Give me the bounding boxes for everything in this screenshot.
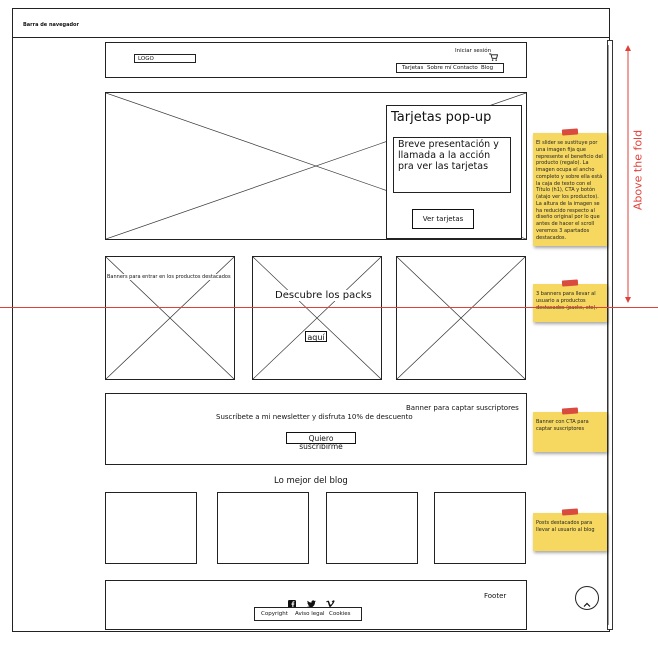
sticky-note-banners: 3 banners para llevar al usuario a produ… <box>533 279 607 322</box>
banner-3-placeholder-cross <box>397 257 525 379</box>
fold-label: Above the fold <box>631 129 645 211</box>
blog-title: Lo mejor del blog <box>274 476 348 486</box>
sticky-note-blog-text: Posts destacados para llevar al usuario … <box>536 520 595 533</box>
scrollbar[interactable] <box>607 40 613 630</box>
cart-icon[interactable] <box>489 46 499 61</box>
browser-nav-bar-label: Barra de navegador <box>23 22 79 28</box>
sticky-note-hero-text: El slider se sustituye por una imagen fi… <box>536 140 603 241</box>
chevron-up-icon <box>583 594 591 607</box>
scroll-top-button[interactable] <box>575 586 599 610</box>
browser-nav-bar: Barra de navegador <box>12 8 610 38</box>
tape <box>561 279 579 287</box>
banner-3[interactable] <box>396 256 526 380</box>
newsletter-subscribe-button[interactable]: Quiero suscribirme <box>286 432 356 450</box>
tape <box>561 407 579 415</box>
blog-post-1[interactable] <box>105 492 197 564</box>
footer-link-copyright[interactable]: Copyright <box>261 611 288 617</box>
facebook-icon[interactable] <box>288 593 296 608</box>
tape <box>561 508 579 516</box>
nav-item-tarjetas[interactable]: Tarjetas <box>402 65 424 71</box>
site-header: LOGO Iniciar sesión Tarjetas Sobre mí Co… <box>105 42 527 78</box>
nav-item-contacto[interactable]: Contacto <box>453 65 478 71</box>
nav-item-blog[interactable]: Blog <box>481 65 494 71</box>
footer-link-cookies[interactable]: Cookies <box>329 611 351 617</box>
logo[interactable]: LOGO <box>134 54 196 63</box>
blog-post-2[interactable] <box>217 492 309 564</box>
banner-2-button[interactable]: aquí <box>305 331 327 342</box>
sticky-note-newsletter: Banner con CTA para captar suscriptores <box>533 407 607 452</box>
newsletter-label: Banner para captar suscriptores <box>406 404 519 412</box>
banner-2[interactable]: Descubre los packs aquí <box>252 256 382 380</box>
hero-description: Breve presentación y llamada a la acción… <box>393 137 511 193</box>
sticky-note-blog: Posts destacados para llevar al usuario … <box>533 508 607 551</box>
hero-cta-button[interactable]: Ver tarjetas <box>412 209 474 229</box>
fold-line <box>0 307 658 308</box>
newsletter-text: Suscríbete a mi newsletter y disfruta 10… <box>216 413 413 421</box>
twitter-icon[interactable] <box>307 593 316 608</box>
nav-item-sobre-mi[interactable]: Sobre mí <box>427 65 452 71</box>
sticky-note-newsletter-text: Banner con CTA para captar suscriptores <box>536 419 589 432</box>
nav-menu: Tarjetas Sobre mí Contacto Blog <box>396 63 504 73</box>
fold-arrow <box>623 44 633 304</box>
tape <box>561 128 579 136</box>
banner-2-title: Descubre los packs <box>275 290 372 301</box>
banner-1-label: Banners para entrar en los productos des… <box>107 274 231 280</box>
footer-link-aviso-legal[interactable]: Aviso legal <box>295 611 325 617</box>
newsletter-banner: Banner para captar suscriptores Suscríbe… <box>105 393 527 465</box>
hero-title: Tarjetas pop-up <box>391 110 492 125</box>
blog-post-4[interactable] <box>434 492 526 564</box>
banner-1[interactable]: Banners para entrar en los productos des… <box>105 256 235 380</box>
footer-links: Copyright Aviso legal Cookies <box>254 607 362 621</box>
login-link[interactable]: Iniciar sesión <box>455 48 492 54</box>
logo-label: LOGO <box>138 56 154 62</box>
vimeo-icon[interactable] <box>326 593 335 608</box>
hero-image: Tarjetas pop-up Breve presentación y lla… <box>105 92 527 240</box>
hero-text-box: Tarjetas pop-up Breve presentación y lla… <box>386 105 522 239</box>
site-footer: Footer Copyright Aviso legal Cookies <box>105 580 527 630</box>
footer-label: Footer <box>484 592 507 600</box>
scrollbar-thumb[interactable] <box>608 45 612 625</box>
banner-2-placeholder-cross <box>253 257 381 379</box>
sticky-note-hero: El slider se sustituye por una imagen fi… <box>533 128 607 246</box>
blog-post-3[interactable] <box>326 492 418 564</box>
